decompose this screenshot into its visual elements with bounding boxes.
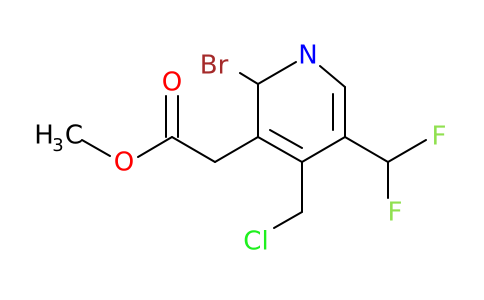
atom-n-label: N [298,41,317,71]
methyl-group-label: H 3 C [34,121,83,157]
atom-labels: Br N O O H 3 C F F Cl [34,41,446,257]
bond-o-methyl [81,139,111,157]
bond-chf2-f-top [387,139,427,163]
atom-cl-label: Cl [243,227,268,257]
bond-c4-c3-inner [269,129,303,149]
bond-carbonyl-o-ester [137,136,173,158]
bond-n-c6 [319,65,346,88]
bond-c5-c4 [301,136,346,163]
methyl-subscript: 3 [52,135,63,156]
bond-c4-c3-outer [257,136,303,163]
atom-o-carbonyl-label: O [162,68,182,98]
methyl-h-label: H [34,121,54,151]
bond-ch2-carbonyl [171,136,216,163]
bond-c2-br [239,72,259,85]
atom-f-top-label: F [432,122,447,152]
atom-o-ester-label: O [114,148,134,178]
atom-br-label: Br [200,51,229,81]
bond-c5-chf2 [344,136,389,163]
bond-ch2-cl [273,211,303,229]
bond-c2-n [257,61,297,85]
atom-f-bottom-label: F [388,198,403,228]
bonds [81,61,427,229]
bond-c3-ch2 [214,136,259,163]
methyl-c-label: C [65,121,83,151]
